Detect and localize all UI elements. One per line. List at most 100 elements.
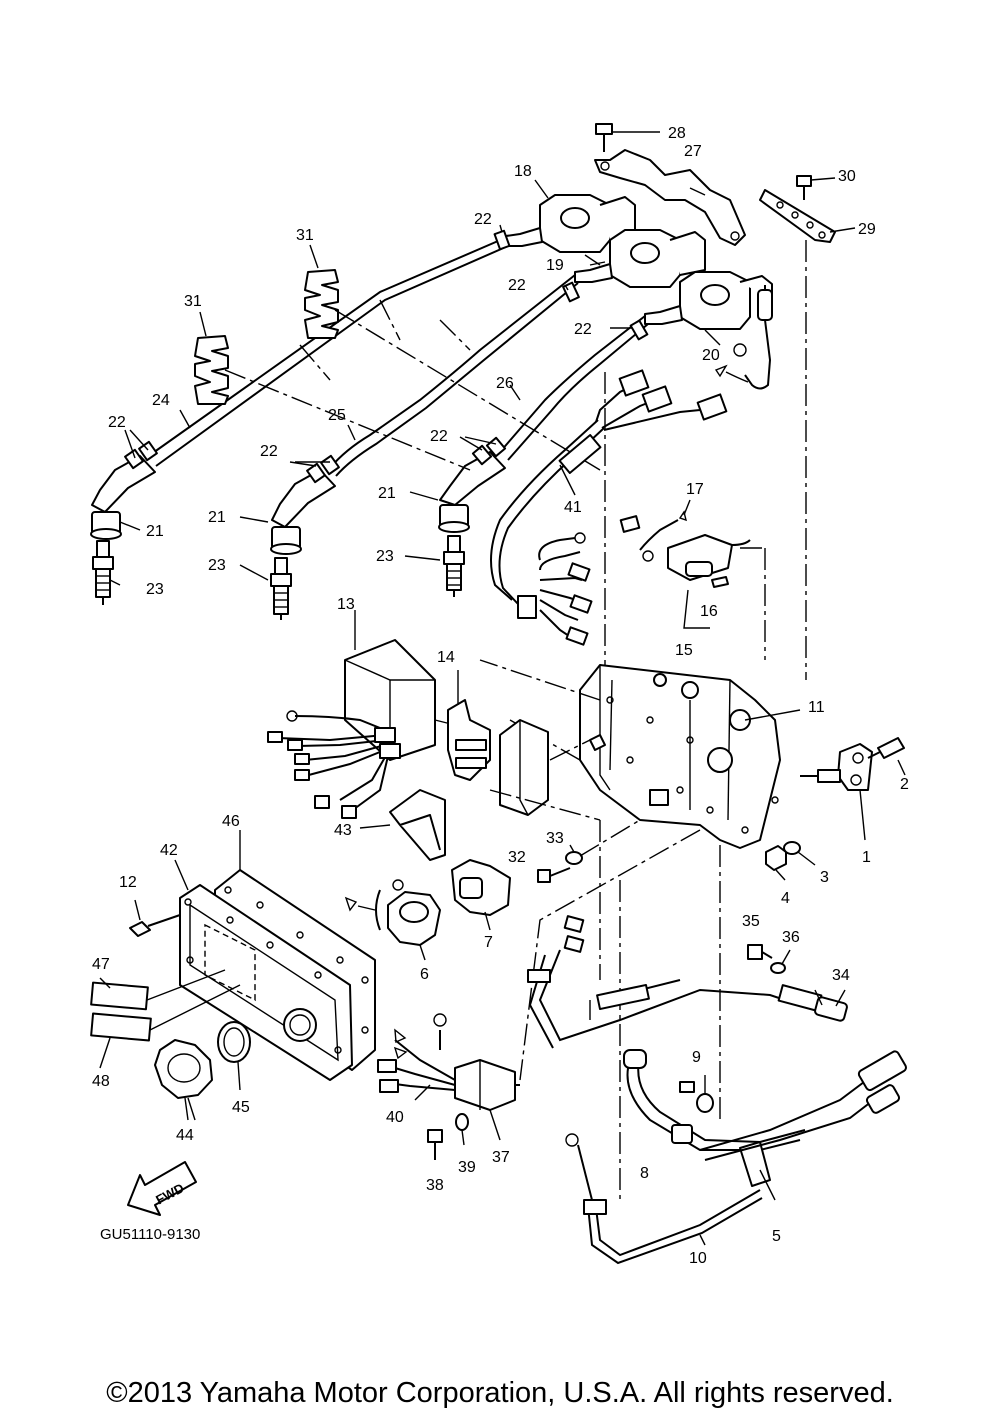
callout-43: 43	[334, 822, 352, 839]
callout-42: 42	[160, 842, 178, 859]
bolt-32	[537, 867, 571, 883]
plug-cap-21-right	[438, 436, 507, 533]
copyright-notice: ©2013 Yamaha Motor Corporation, U.S.A. A…	[106, 1377, 894, 1409]
callout-37: 37	[492, 1149, 510, 1166]
spark-plug-23-left	[92, 540, 114, 605]
callout-21-middle: 21	[208, 509, 226, 526]
ignition-coil-19	[574, 229, 706, 288]
callout-25: 25	[328, 407, 346, 424]
callout-18: 18	[514, 163, 532, 180]
plug-cap-21-middle	[270, 454, 340, 555]
callout-36: 36	[782, 929, 800, 946]
wire-10	[565, 1133, 763, 1265]
callout-6: 6	[420, 966, 429, 983]
callout-3: 3	[820, 869, 829, 886]
bolt-28	[595, 123, 660, 152]
callout-23-right: 23	[376, 548, 394, 565]
plug-cord-25	[329, 274, 579, 477]
callout-20: 20	[702, 347, 720, 364]
callout-39: 39	[458, 1159, 476, 1176]
callout-35: 35	[742, 913, 760, 930]
callout-22-e: 22	[260, 443, 278, 460]
washer-33	[565, 819, 641, 865]
callout-5: 5	[772, 1228, 781, 1245]
cable-8	[623, 1049, 806, 1151]
callout-16: 16	[700, 603, 718, 620]
callout-10: 10	[689, 1250, 707, 1267]
diagram-code: GU51110-9130	[100, 1226, 200, 1243]
callout-23-left: 23	[146, 581, 164, 598]
callout-14: 14	[437, 649, 455, 666]
bolt-12	[129, 899, 181, 937]
bolt-30	[796, 175, 836, 680]
callout-19: 19	[546, 257, 564, 274]
callout-34: 34	[832, 967, 850, 984]
callout-30: 30	[838, 168, 856, 185]
callout-22-f: 22	[430, 428, 448, 445]
plug-cord-26	[499, 315, 649, 461]
ground-lead	[714, 285, 773, 390]
callout-45: 45	[232, 1099, 250, 1116]
oring-45	[217, 1021, 251, 1091]
labels-47-48	[90, 969, 241, 1042]
bolt-2	[867, 737, 906, 776]
callout-48: 48	[92, 1073, 110, 1090]
bracket-43	[359, 789, 446, 861]
callout-31-upper: 31	[296, 227, 314, 244]
callout-22-a: 22	[474, 211, 492, 228]
callout-38: 38	[426, 1177, 444, 1194]
callout-13: 13	[337, 596, 355, 613]
callout-21-left: 21	[146, 523, 164, 540]
clamp-31-lower	[194, 335, 229, 405]
holder-14	[447, 670, 601, 821]
nut-4	[765, 845, 787, 881]
ignition-coil-20	[644, 271, 773, 330]
bracket-27	[594, 149, 746, 246]
callout-24: 24	[152, 392, 170, 409]
callout-31-lower: 31	[184, 293, 202, 310]
switch-7	[451, 859, 511, 931]
callout-28: 28	[668, 125, 686, 142]
callout-1: 1	[862, 849, 871, 866]
bolt-9	[696, 1075, 714, 1113]
callout-22-d: 22	[108, 414, 126, 431]
callout-21-right: 21	[378, 485, 396, 502]
callout-40: 40	[386, 1109, 404, 1126]
assembly-lines-upper	[224, 254, 606, 670]
cover-42	[174, 859, 353, 1081]
leads-40	[377, 1013, 456, 1101]
callout-11: 11	[808, 699, 825, 716]
callout-46: 46	[222, 813, 240, 830]
callout-7: 7	[484, 934, 493, 951]
callout-9: 9	[692, 1049, 701, 1066]
spark-plug-23-middle	[270, 557, 292, 620]
callout-27: 27	[684, 143, 702, 160]
callout-33: 33	[546, 830, 564, 847]
fwd-arrow-icon: FWD	[127, 1161, 197, 1216]
bolt-38	[427, 1129, 443, 1160]
callout-8: 8	[640, 1165, 649, 1182]
sensor-cable-34	[527, 915, 848, 1049]
leads-right	[699, 1050, 907, 1161]
plate-29	[759, 189, 856, 243]
spark-plug-23-right	[443, 535, 465, 597]
assembly-lines-lower	[519, 820, 721, 1200]
callout-23-middle: 23	[208, 557, 226, 574]
callout-15: 15	[675, 642, 693, 659]
relay-6	[344, 879, 441, 961]
callout-17: 17	[686, 481, 704, 498]
callout-22-c: 22	[574, 321, 592, 338]
washer-3	[783, 841, 816, 866]
bolt-35	[747, 944, 773, 960]
electrical-bracket-11	[479, 659, 781, 849]
cap-44	[154, 1039, 213, 1121]
callout-32: 32	[508, 849, 526, 866]
plug-cap-21-left	[90, 440, 158, 540]
wire-harness-41	[490, 369, 728, 646]
clamp-31-upper	[304, 269, 339, 339]
unit-37	[454, 1059, 520, 1141]
callout-47: 47	[92, 956, 110, 973]
washer-36	[770, 949, 791, 974]
washer-39	[455, 1113, 469, 1146]
